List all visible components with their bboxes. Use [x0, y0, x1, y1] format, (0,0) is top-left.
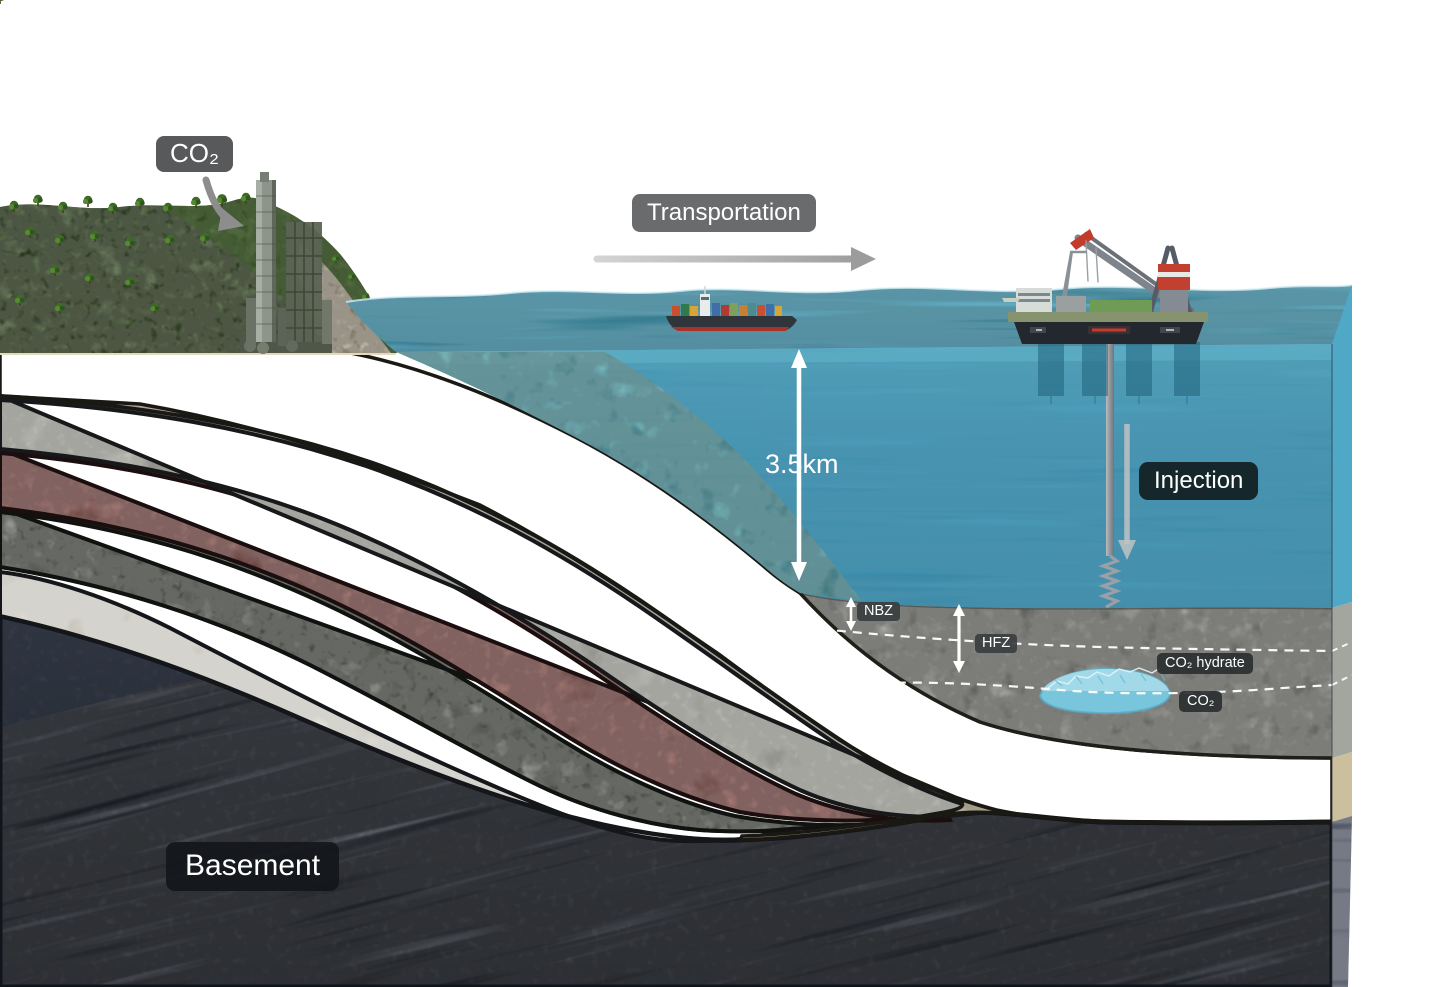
co2-capture-arrow [202, 176, 244, 231]
transportation-label: Transportation [632, 194, 816, 232]
hydrate-stability-dashed-lines [820, 627, 1333, 695]
coastal-land [0, 197, 397, 355]
containers [672, 303, 782, 316]
ship-bridge [700, 294, 710, 316]
transportation-arrow [593, 247, 876, 271]
crane [1070, 229, 1194, 318]
injection-label: Injection [1139, 462, 1259, 500]
cargo-ship [666, 286, 797, 331]
drill-coil [1098, 554, 1122, 609]
injection-flow-arrow [1118, 424, 1136, 560]
nbz-range-arrow [846, 597, 856, 631]
co2-hydrate-label: CO₂ hydrate [1157, 653, 1253, 674]
co2-stored-label: CO₂ [1179, 691, 1223, 712]
injection-pipe [1098, 341, 1122, 609]
co2-source-label: CO₂ [156, 136, 234, 172]
block-side-face [1331, 285, 1353, 987]
co2-plume [1039, 667, 1171, 715]
hfz-range-arrow [953, 604, 965, 673]
basement-label: Basement [166, 842, 340, 891]
co2-hydrate-cap [1041, 667, 1169, 692]
hull [1014, 322, 1204, 344]
tree-icons [0, 0, 384, 320]
deck-structures [1002, 250, 1208, 322]
depth-arrow [791, 349, 807, 581]
pontoons [1038, 342, 1200, 404]
hfz-label: HFZ [975, 634, 1018, 653]
injection-platform [1002, 229, 1208, 404]
co2-capture-plant [240, 172, 332, 354]
depth-label: 3.5km [765, 449, 839, 479]
nbz-label: NBZ [857, 602, 900, 621]
